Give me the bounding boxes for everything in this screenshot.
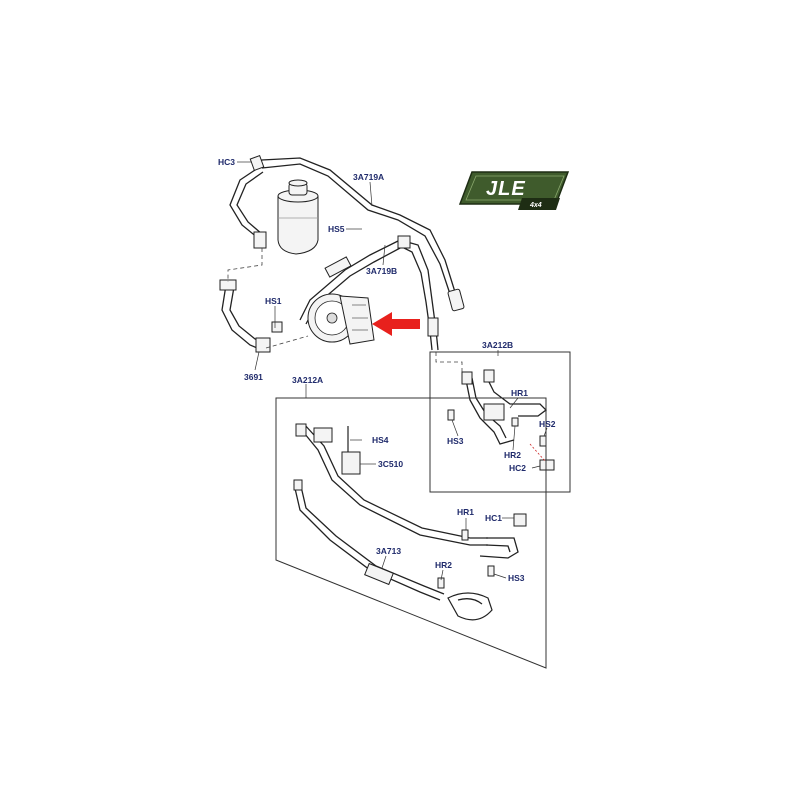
label-3a212a: 3A212A <box>292 375 323 385</box>
red-arrow-pointer <box>372 312 420 336</box>
label-hc1: HC1 <box>485 513 502 523</box>
dashed-connector <box>227 248 263 282</box>
label-3a713: 3A713 <box>376 546 401 556</box>
label-3a212b: 3A212B <box>482 340 513 350</box>
logo-sub: 4x4 <box>529 202 542 209</box>
label-3a719b: 3A719B <box>366 266 397 276</box>
jle-logo: JLE 4x4 <box>458 171 570 210</box>
leader-lines <box>237 161 548 581</box>
reservoir-bottle <box>277 179 319 255</box>
label-hc3: HC3 <box>218 157 235 167</box>
label-3c510: 3C510 <box>378 459 403 469</box>
label-hs5: HS5 <box>328 224 345 234</box>
label-hs4: HS4 <box>372 435 389 445</box>
label-hr2-box-a: HR2 <box>435 560 452 570</box>
power-steering-pump <box>307 293 375 345</box>
label-3691: 3691 <box>244 372 263 382</box>
dashed-connector <box>435 352 463 372</box>
label-3a719a: 3A719A <box>353 172 384 182</box>
pressure-hose-3a719b <box>299 235 439 351</box>
label-hs1: HS1 <box>265 296 282 306</box>
logo-brand: JLE <box>486 178 526 200</box>
dashed-connector <box>265 335 309 349</box>
reservoir-feed-hose <box>229 155 465 312</box>
return-hose-3691 <box>219 279 283 353</box>
label-hs3-box-a: HS3 <box>508 573 525 583</box>
label-hs3-box-b: HS3 <box>447 436 464 446</box>
label-hr1-box-b: HR1 <box>511 388 528 398</box>
label-hs2: HS2 <box>539 419 556 429</box>
rack-pipes-3a212a <box>293 423 527 621</box>
label-hc2: HC2 <box>509 463 526 473</box>
rack-pipes-3a212b <box>447 369 555 471</box>
box-3a212b <box>429 351 571 493</box>
box-3a212a <box>275 397 547 669</box>
label-hr1-box-a: HR1 <box>457 507 474 517</box>
label-hr2-box-b: HR2 <box>504 450 521 460</box>
